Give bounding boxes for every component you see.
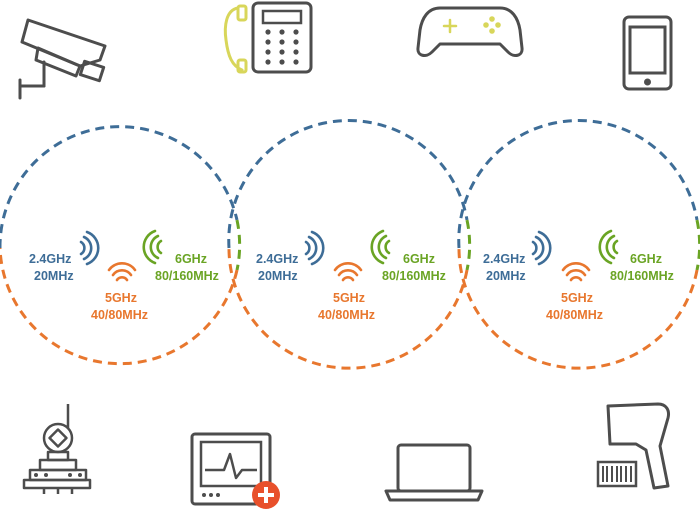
- signal-6ghz-icon: [370, 229, 391, 265]
- laptop-icon: [384, 443, 484, 502]
- band-6ghz-freq: 6GHz: [175, 252, 207, 266]
- band-6ghz-width: 80/160MHz: [382, 269, 446, 283]
- industrial-sensor-icon: [22, 404, 92, 494]
- band-24ghz-width: 20MHz: [258, 269, 298, 283]
- cell-1-coverage-6ghz: [235, 219, 242, 271]
- cell-2-coverage-6ghz: [465, 219, 472, 271]
- signal-24ghz-icon: [304, 230, 325, 266]
- cell-3: 2.4GHz 20MHz 6GHz 80/160MHz 5GHz 40/80MH…: [483, 229, 674, 322]
- cell-3-coverage-6ghz: [695, 219, 700, 271]
- cell-1-coverage-5ghz: [0, 247, 239, 366]
- cell-1: 2.4GHz 20MHz 6GHz 80/160MHz 5GHz 40/80MH…: [29, 229, 219, 322]
- cell-2-coverage-5ghz: [227, 247, 469, 370]
- barcode-scanner-icon: [596, 402, 670, 490]
- cell-1-coverage-24ghz: [0, 125, 239, 248]
- band-5ghz-width: 40/80MHz: [91, 308, 148, 322]
- coverage-circles: [0, 119, 700, 370]
- gamepad-icon: [416, 6, 524, 57]
- band-6ghz-freq: 6GHz: [403, 252, 435, 266]
- security-camera-icon: [18, 18, 107, 100]
- band-5ghz-width: 40/80MHz: [318, 308, 375, 322]
- desk-phone-icon: [223, 1, 313, 74]
- signal-5ghz-icon: [333, 262, 363, 282]
- signal-5ghz-icon: [561, 262, 591, 282]
- signal-6ghz-icon: [142, 229, 163, 265]
- signal-24ghz-icon: [79, 230, 100, 266]
- band-24ghz-width: 20MHz: [34, 269, 74, 283]
- band-24ghz-freq: 2.4GHz: [256, 252, 298, 266]
- band-5ghz-freq: 5GHz: [333, 291, 365, 305]
- medical-monitor-icon: [190, 432, 280, 509]
- band-6ghz-width: 80/160MHz: [610, 269, 674, 283]
- signal-6ghz-icon: [598, 229, 619, 265]
- cell-2: 2.4GHz 20MHz 6GHz 80/160MHz 5GHz 40/80MH…: [256, 229, 446, 322]
- signal-5ghz-icon: [107, 262, 137, 282]
- cell-3-coverage-24ghz: [457, 119, 699, 249]
- band-24ghz-width: 20MHz: [486, 269, 526, 283]
- signal-24ghz-icon: [531, 230, 552, 266]
- band-24ghz-freq: 2.4GHz: [29, 252, 71, 266]
- cell-2-coverage-24ghz: [227, 119, 469, 249]
- tablet-icon: [622, 15, 673, 91]
- band-6ghz-width: 80/160MHz: [155, 269, 219, 283]
- band-5ghz-freq: 5GHz: [561, 291, 593, 305]
- cell-3-coverage-5ghz: [457, 247, 699, 370]
- band-6ghz-freq: 6GHz: [630, 252, 662, 266]
- band-24ghz-freq: 2.4GHz: [483, 252, 525, 266]
- band-5ghz-freq: 5GHz: [105, 291, 137, 305]
- band-5ghz-width: 40/80MHz: [546, 308, 603, 322]
